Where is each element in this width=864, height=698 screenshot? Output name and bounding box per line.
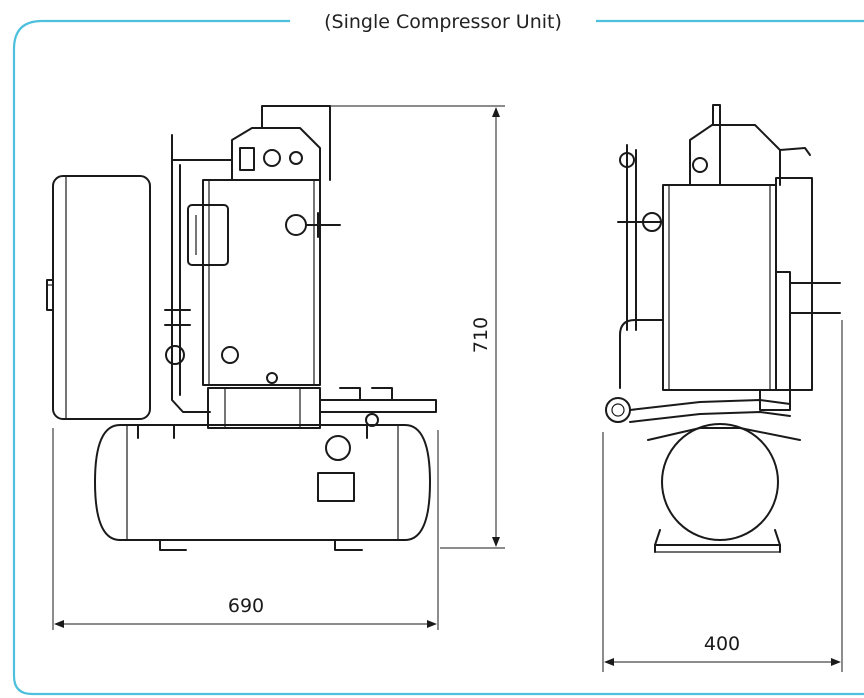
diagram-title: (Single Compressor Unit) [324,11,562,33]
side-compressor-body [605,104,841,423]
dimension-front-width-label: 690 [228,595,264,617]
side-tank [647,423,801,553]
receiver-tank [94,424,431,551]
compressor-body [164,105,341,413]
heat-exchanger [207,387,437,429]
cooler-drum [46,175,151,420]
dimension-front-width: 690 [52,428,439,630]
front-view: 710 690 [46,105,505,630]
dimension-side-width: 400 [602,320,843,672]
dimension-side-width-label: 400 [704,633,740,655]
side-view: 400 [602,104,843,672]
dimension-height: 710 [325,105,505,549]
dimension-height-label: 710 [470,317,492,353]
outline-frame [12,19,864,696]
